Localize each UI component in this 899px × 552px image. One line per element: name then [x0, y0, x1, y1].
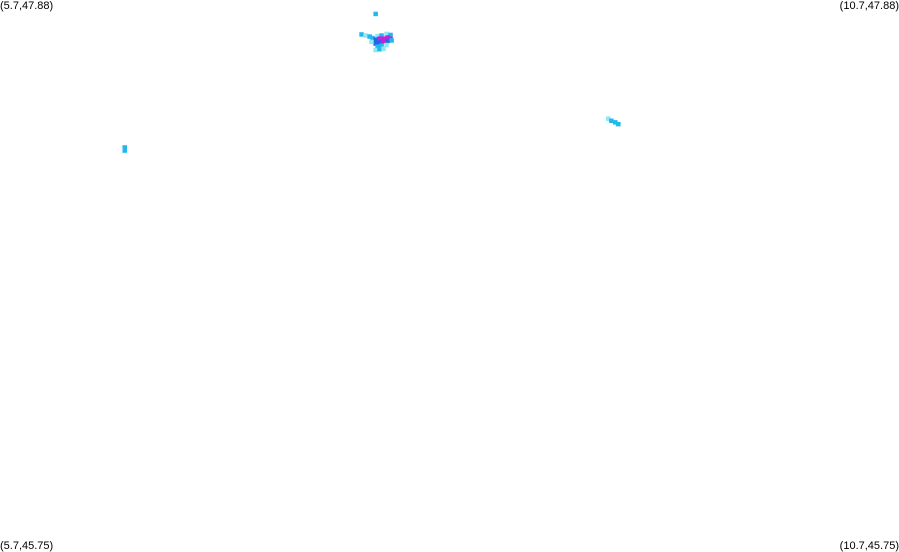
precip-cell: [363, 33, 368, 38]
precip-cell: [373, 37, 378, 42]
cluster-east: [606, 116, 621, 127]
precip-cell: [606, 116, 611, 121]
precip-cell: [369, 39, 374, 45]
corner-label-bottom-right: (10.7,45.75): [839, 540, 899, 552]
precip-cell: [381, 39, 386, 44]
precip-cell: [377, 40, 382, 45]
precip-cell: [613, 120, 618, 125]
precip-cell: [373, 11, 378, 17]
precip-cell: [375, 33, 380, 39]
corner-label-top-left: (5.7,47.88): [0, 0, 54, 12]
precip-cell: [609, 118, 614, 123]
precip-cell: [388, 32, 393, 38]
cluster-west: [122, 145, 127, 153]
precip-cell: [381, 46, 386, 51]
precip-cell: [381, 36, 386, 41]
precip-cell: [359, 32, 364, 37]
precip-cell: [367, 34, 372, 39]
precip-cell: [385, 35, 390, 40]
precip-cell: [379, 33, 384, 38]
precip-cell: [385, 38, 390, 44]
precip-cell: [122, 145, 127, 150]
precip-cell: [373, 41, 378, 46]
precip-cell: [377, 36, 382, 41]
precip-cell: [377, 47, 382, 52]
corner-label-top-right: (10.7,47.88): [839, 0, 899, 12]
precip-cell: [122, 148, 127, 153]
precip-cell: [384, 42, 389, 48]
precip-cell: [616, 121, 621, 127]
precip-cell: [373, 47, 378, 53]
corner-label-bottom-left: (5.7,45.75): [0, 540, 54, 552]
precip-cell: [370, 35, 375, 41]
precip-cell: [384, 31, 389, 37]
cluster-north: [359, 11, 394, 53]
precip-cell: [389, 38, 394, 43]
precip-cell: [379, 43, 384, 48]
precip-cell: [375, 44, 380, 49]
